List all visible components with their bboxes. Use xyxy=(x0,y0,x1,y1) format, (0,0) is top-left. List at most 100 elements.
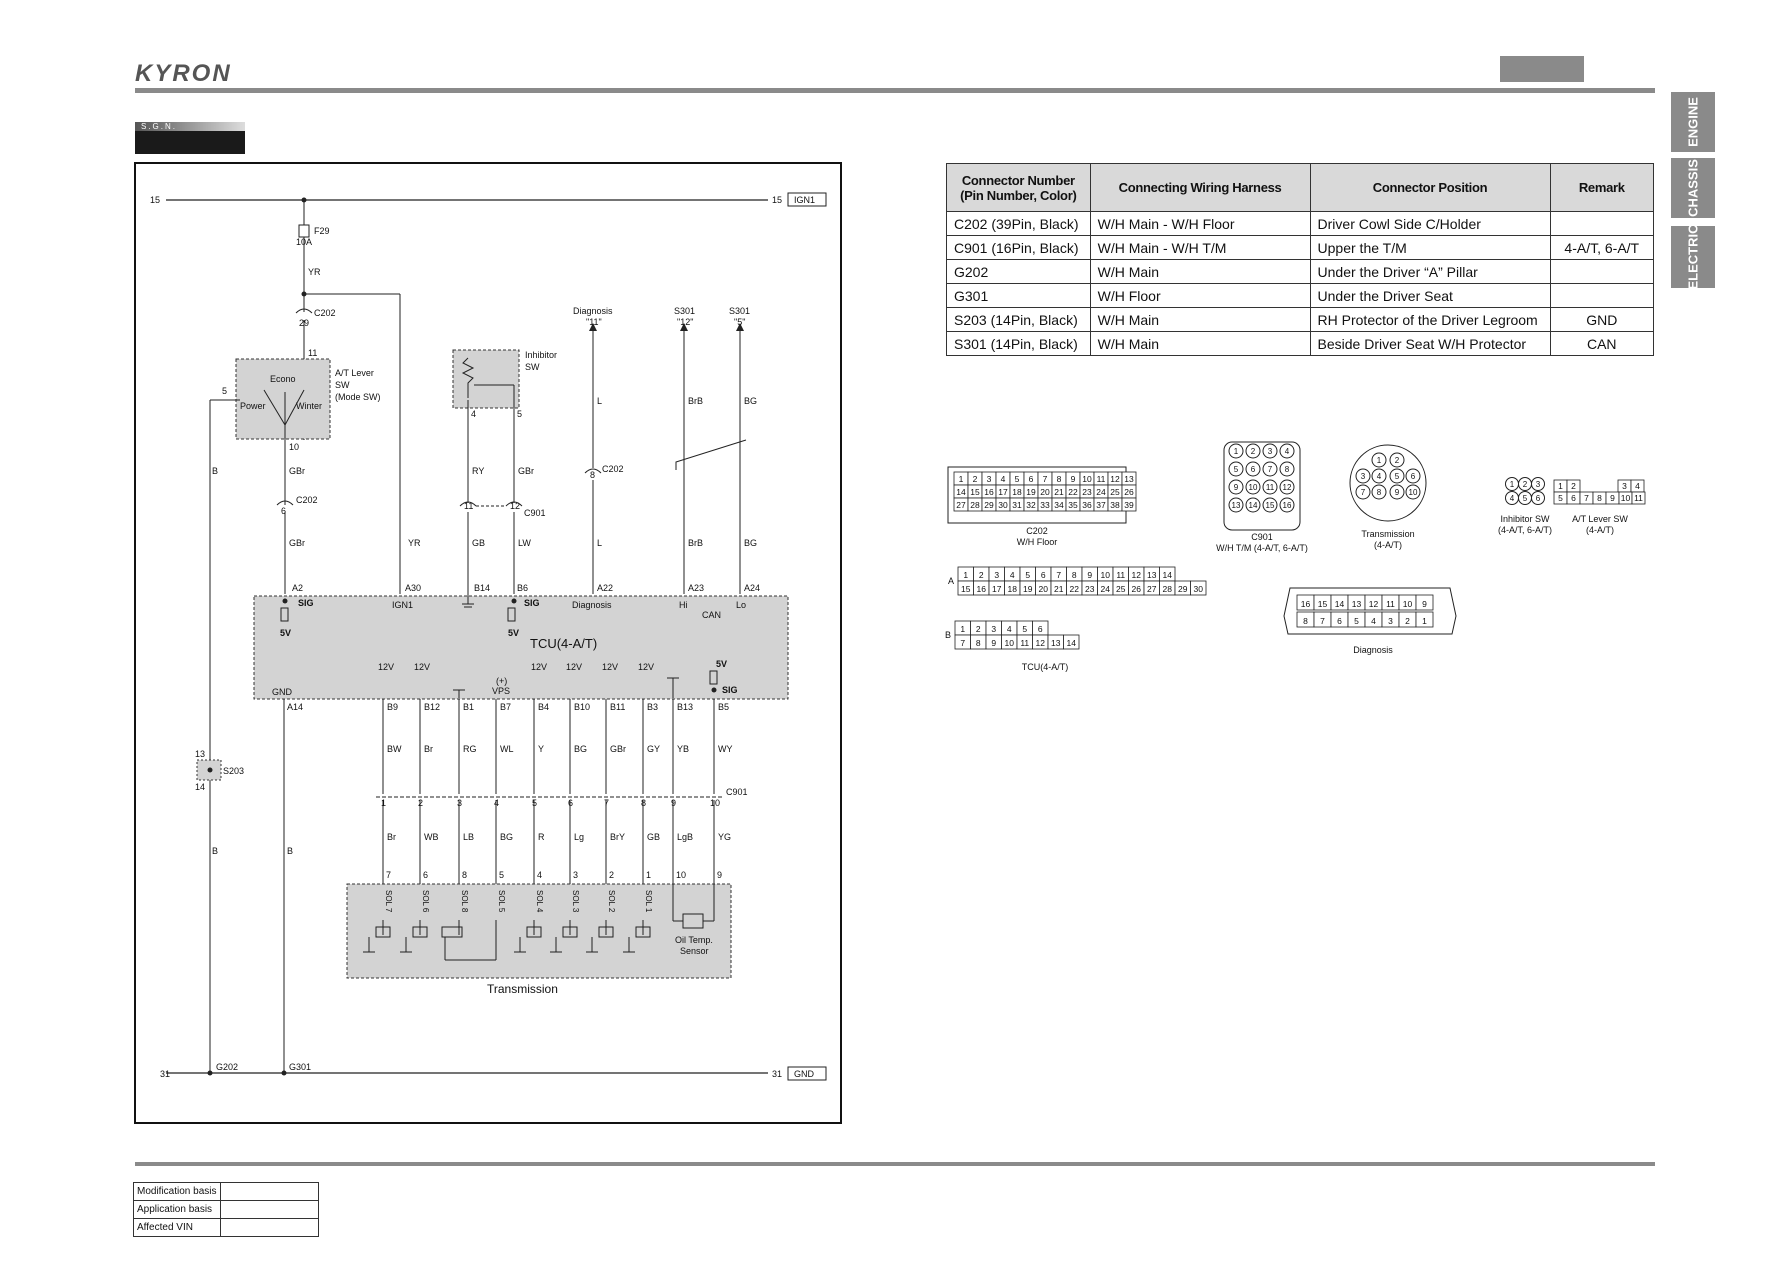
tcu-gnd: GND xyxy=(272,687,293,697)
pin-number: 2 xyxy=(1523,480,1528,489)
svg-text:RG: RG xyxy=(463,744,477,754)
svg-text:2: 2 xyxy=(609,870,614,880)
pin-number: 34 xyxy=(1054,500,1064,510)
svg-text:L: L xyxy=(597,396,602,406)
pin-number: 22 xyxy=(1070,584,1080,594)
pin-number: 13 xyxy=(1232,501,1241,510)
pin-number: 16 xyxy=(1283,501,1292,510)
svg-text:RY: RY xyxy=(472,466,484,476)
svg-text:GB: GB xyxy=(472,538,485,548)
svg-text:12V: 12V xyxy=(531,662,547,672)
pin-circle xyxy=(1371,468,1387,484)
pin-number: 2 xyxy=(1405,616,1410,626)
pin-number: 15 xyxy=(1318,599,1328,609)
pin-number: 27 xyxy=(956,500,966,510)
pin-circle xyxy=(1531,491,1545,505)
pin-circle xyxy=(1262,497,1278,513)
pin-b6: B6 xyxy=(517,583,528,593)
svg-text:12V: 12V xyxy=(378,662,394,672)
pin-number: 10 xyxy=(1005,638,1015,648)
pin-number: 3 xyxy=(1536,480,1541,489)
pin-circle xyxy=(1371,452,1387,468)
tab-electric[interactable]: ELECTRIC xyxy=(1671,225,1715,290)
pin-b9: B9 xyxy=(387,702,398,712)
svg-text:YR: YR xyxy=(408,538,421,548)
svg-text:B: B xyxy=(212,466,218,476)
svg-text:4: 4 xyxy=(537,870,542,880)
diag-ref-2: "11" xyxy=(586,317,602,327)
tcu-diagnosis: Diagnosis xyxy=(572,600,612,610)
pin-number: 8 xyxy=(1303,616,1308,626)
pin-number: 23 xyxy=(1085,584,1095,594)
svg-text:12V: 12V xyxy=(602,662,618,672)
pin-number: 35 xyxy=(1068,500,1078,510)
pin-number: 1 xyxy=(960,624,965,634)
at-econo: Econo xyxy=(270,374,296,384)
pin-b14: B14 xyxy=(474,583,490,593)
pin-number: 28 xyxy=(1163,584,1173,594)
pin-b12: B12 xyxy=(424,702,440,712)
svg-text:1: 1 xyxy=(646,870,651,880)
pin-number: 6 xyxy=(1571,493,1576,503)
pin-cell xyxy=(1121,497,1137,512)
svg-text:BrB: BrB xyxy=(688,396,703,406)
pin-circle xyxy=(1245,443,1261,459)
pin-number: 29 xyxy=(984,500,994,510)
col-connector: Connector Number (Pin Number, Color) xyxy=(946,163,1091,212)
svg-text:BW: BW xyxy=(387,744,402,754)
pin-number: 9 xyxy=(1071,474,1076,484)
pin-number: 20 xyxy=(1040,487,1050,497)
pin-number: 3 xyxy=(1268,447,1273,456)
pin-number: 11 xyxy=(1266,483,1275,492)
pin-number: 11 xyxy=(1097,474,1106,484)
at-power: Power xyxy=(240,401,266,411)
pin-number: 14 xyxy=(956,487,966,497)
connector-label: Inhibitor SW xyxy=(1500,514,1550,524)
pin-number: 15 xyxy=(1266,501,1275,510)
pin-number: 5 xyxy=(1234,465,1239,474)
svg-text:8: 8 xyxy=(462,870,467,880)
svg-text:Br: Br xyxy=(424,744,433,754)
pin-number: 13 xyxy=(1352,599,1362,609)
svg-text:GBr: GBr xyxy=(289,538,305,548)
pin-number: 30 xyxy=(998,500,1008,510)
tab-chassis[interactable]: CHASSIS xyxy=(1671,158,1715,218)
pin-b10: B10 xyxy=(574,702,590,712)
pin-circle xyxy=(1228,497,1244,513)
pin-number: 24 xyxy=(1096,487,1106,497)
pin-number: 1 xyxy=(1377,456,1382,465)
pin-number: 3 xyxy=(994,570,999,580)
connector-label: TCU(4-A/T) xyxy=(1022,662,1069,672)
col-harness: Connecting Wiring Harness xyxy=(1089,163,1311,212)
connector-label: (4-A/T) xyxy=(1586,525,1614,535)
col-remark: Remark xyxy=(1549,163,1655,212)
pin-number: 8 xyxy=(976,638,981,648)
connector-label: W/H T/M (4-A/T, 6-A/T) xyxy=(1216,543,1308,553)
pin-number: 3 xyxy=(991,624,996,634)
pin-number: 6 xyxy=(1411,472,1416,481)
pin-b1: B1 xyxy=(463,702,474,712)
pin-number: 9 xyxy=(1395,488,1400,497)
pin-b5: B5 xyxy=(718,702,729,712)
section-marker xyxy=(1500,56,1584,82)
pin-number: 19 xyxy=(1026,487,1036,497)
tab-engine[interactable]: ENGINE xyxy=(1671,92,1715,152)
pin-circle xyxy=(1371,484,1387,500)
pin-number: 26 xyxy=(1132,584,1142,594)
svg-text:8: 8 xyxy=(590,470,595,480)
pin-number: 7 xyxy=(1043,474,1048,484)
svg-text:GBr: GBr xyxy=(610,744,626,754)
svg-text:BG: BG xyxy=(744,538,757,548)
pin-number: 1 xyxy=(959,474,964,484)
rail-bottom-label: GND xyxy=(794,1069,815,1079)
pin-number: 4 xyxy=(1001,474,1006,484)
pin-a14: A14 xyxy=(287,702,303,712)
pin-number: 13 xyxy=(1124,474,1134,484)
svg-text:5: 5 xyxy=(222,386,227,396)
connector-label: (4-A/T) xyxy=(1374,540,1402,550)
pin-circle xyxy=(1245,479,1261,495)
brand-logo: KYRON xyxy=(135,60,232,87)
svg-text:GY: GY xyxy=(647,744,660,754)
table-row: Application basis xyxy=(133,1200,319,1219)
